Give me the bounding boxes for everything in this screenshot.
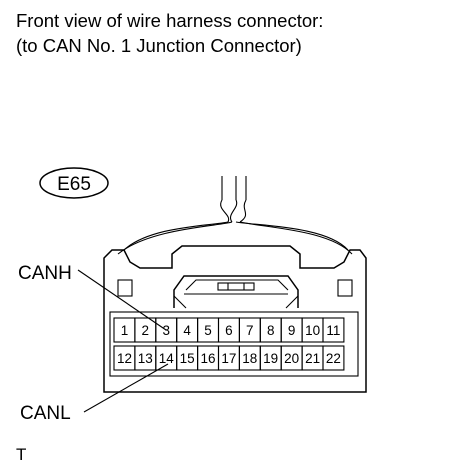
pin-number-14: 14 <box>159 351 175 366</box>
connector-housing <box>103 245 367 393</box>
canh-label: CANH <box>18 263 72 284</box>
connector-id-label: E65 <box>57 174 91 195</box>
pin-number-21: 21 <box>305 351 320 366</box>
pin-number-1: 1 <box>121 323 129 338</box>
pin-number-3: 3 <box>163 323 171 338</box>
pin-cavity-11 <box>322 317 345 343</box>
pin-number-15: 15 <box>180 351 195 366</box>
canh-leader-line <box>77 269 167 331</box>
pin-number-20: 20 <box>284 351 299 366</box>
pin-number-19: 19 <box>263 351 278 366</box>
footer-code: T <box>16 445 26 464</box>
wire-harness <box>117 176 353 255</box>
canl-callout: CANL <box>20 363 169 424</box>
pin-number-22: 22 <box>326 351 341 366</box>
pin-number-10: 10 <box>305 323 320 338</box>
pin-cavity-22 <box>322 345 345 371</box>
pin-number-6: 6 <box>225 323 233 338</box>
pin-number-13: 13 <box>138 351 153 366</box>
pin-number-7: 7 <box>246 323 254 338</box>
connector-id-badge: E65 <box>39 167 109 199</box>
connector-right-tab <box>337 279 353 297</box>
pin-number-11: 11 <box>326 323 340 338</box>
pin-number-5: 5 <box>204 323 212 338</box>
caption-line-2: (to CAN No. 1 Junction Connector) <box>16 35 302 56</box>
pin-number-12: 12 <box>117 351 132 366</box>
connector-left-tab <box>117 279 133 297</box>
pin-field <box>109 311 359 377</box>
pin-number-9: 9 <box>288 323 296 338</box>
diagram-caption: Front view of wire harness connector: (t… <box>16 8 323 58</box>
pin-number-4: 4 <box>183 323 191 338</box>
pin-number-17: 17 <box>221 351 236 366</box>
caption-line-1: Front view of wire harness connector: <box>16 10 324 31</box>
canh-callout: CANH <box>18 263 167 331</box>
canl-leader-line <box>83 363 169 413</box>
canl-label: CANL <box>20 403 71 424</box>
pin-number-2: 2 <box>142 323 150 338</box>
connector-id-oval <box>39 167 109 199</box>
connector-lock-latch <box>173 275 299 308</box>
pin-number-8: 8 <box>267 323 275 338</box>
pin-number-18: 18 <box>242 351 257 366</box>
pin-number-16: 16 <box>200 351 215 366</box>
